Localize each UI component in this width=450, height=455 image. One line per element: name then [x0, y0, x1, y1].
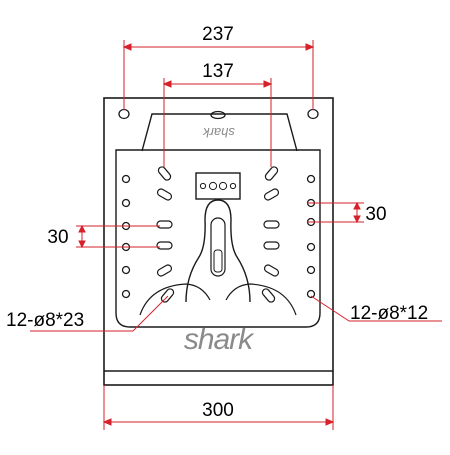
slot [156, 188, 173, 201]
arrow [78, 240, 86, 249]
slot [263, 264, 280, 277]
top-handle [141, 113, 298, 152]
arrow [122, 43, 132, 51]
dim-30-right-label: 30 [365, 204, 386, 225]
block-hole [218, 181, 228, 191]
left-slot-column [156, 166, 175, 303]
inner-tray [115, 149, 321, 328]
round-hole [121, 174, 131, 184]
arrow [353, 201, 361, 210]
slot [157, 166, 172, 181]
left-lobe [139, 283, 211, 316]
arrow [353, 215, 361, 224]
arrow [263, 80, 273, 88]
round-hole [306, 289, 316, 299]
right-hole-column [306, 174, 316, 299]
u-cutout [185, 199, 251, 303]
dim-137-label: 137 [202, 61, 234, 82]
center-slot-inner [213, 249, 223, 273]
right-lobe [225, 283, 297, 316]
dimension-lines [30, 40, 442, 430]
block-hole [229, 182, 237, 190]
round-hole [121, 289, 131, 299]
arrow [305, 43, 315, 51]
brand-logo-small: shark [202, 125, 235, 140]
block-hole [208, 181, 218, 191]
arrow [325, 418, 335, 426]
mounting-block [195, 172, 241, 200]
right-slot-column [261, 166, 280, 303]
block-hole [199, 182, 207, 190]
slots-callout-label: 12-ø8*23 [6, 310, 84, 331]
dim-30-left-label: 30 [47, 227, 68, 248]
round-hole [306, 174, 316, 184]
round-hole [121, 265, 131, 275]
plate-border [103, 97, 334, 386]
left-hole-column [121, 174, 131, 299]
arrow [102, 418, 112, 426]
slot [156, 241, 173, 250]
round-hole [306, 265, 316, 275]
arrow [162, 80, 172, 88]
slot [264, 166, 279, 181]
holes-callout-label: 12-ø8*12 [350, 303, 428, 324]
plate-outline [103, 97, 334, 386]
leader-slots [132, 295, 169, 332]
corner-hole-right [307, 108, 319, 120]
dim-300-label: 300 [202, 400, 234, 421]
slot [156, 220, 173, 229]
arrow [78, 224, 86, 233]
slot [156, 264, 173, 277]
center-slot [210, 217, 226, 277]
leader-holes [310, 295, 350, 322]
round-hole [306, 242, 316, 252]
dim-237-label: 237 [202, 24, 234, 45]
slot [263, 188, 280, 201]
slot [263, 220, 280, 229]
corner-hole-left [118, 108, 130, 120]
round-hole [121, 198, 131, 208]
handle-hole [210, 110, 226, 120]
slot [261, 288, 276, 303]
brand-logo-main: shark [184, 323, 255, 356]
slot [263, 241, 280, 250]
